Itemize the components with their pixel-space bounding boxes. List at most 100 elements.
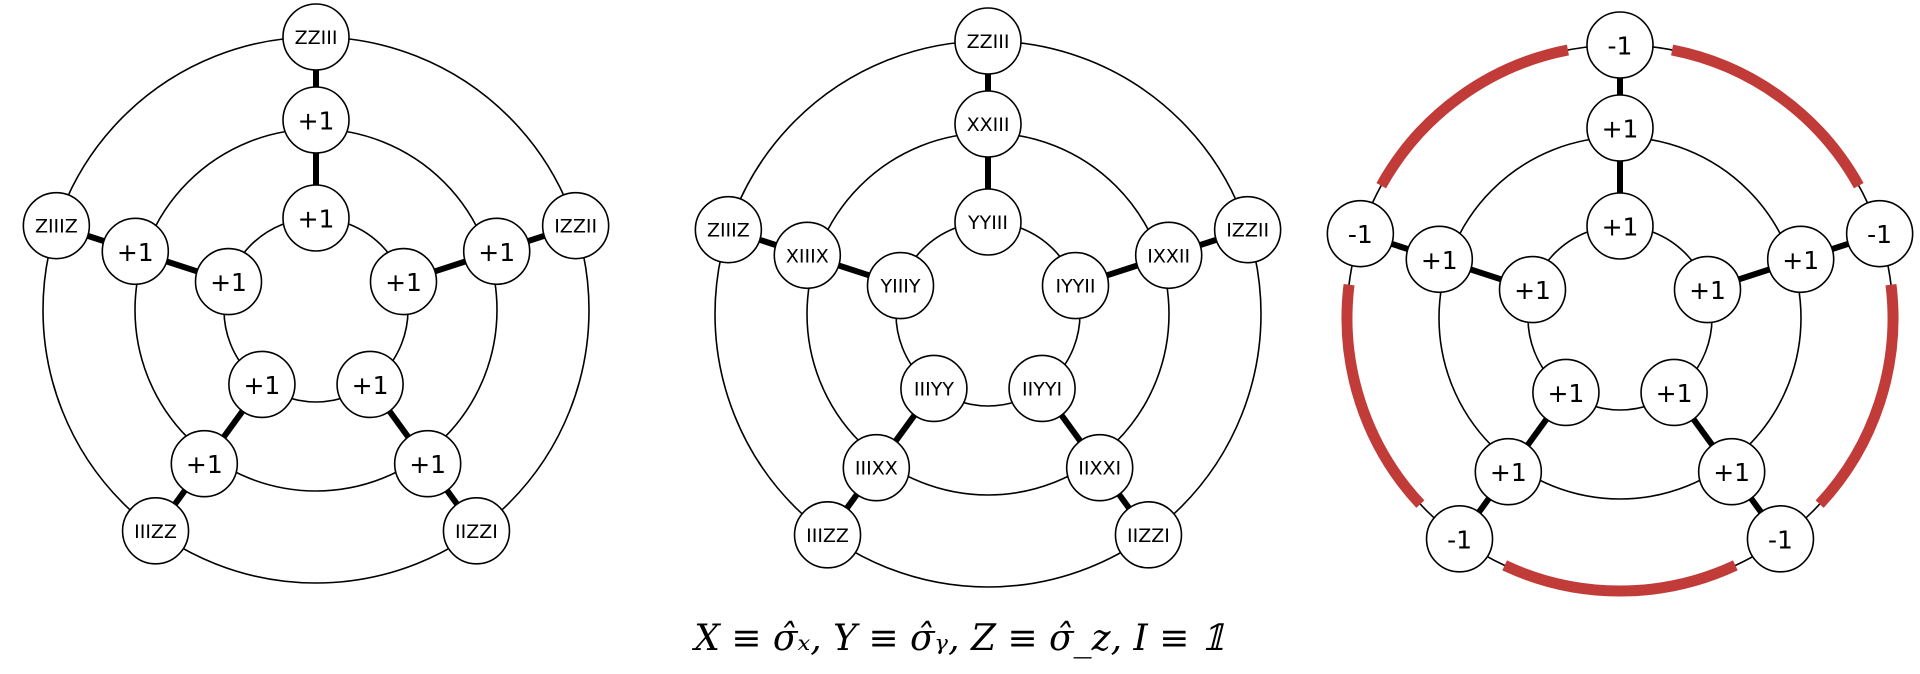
node-label: +1 bbox=[1490, 458, 1527, 487]
outer-node: IZZII bbox=[541, 191, 610, 260]
inner-node: IIIYY bbox=[900, 354, 968, 423]
middle-node: +1 bbox=[1766, 225, 1835, 294]
outer-node: -1 bbox=[1425, 505, 1494, 573]
panel-eigenvalues: ZZIII IZZII IIZZI IIIZZ ZIIIZ +1 +1 +1 +1 +1 +1 +1 +… bbox=[22, 3, 610, 584]
middle-node: +1 bbox=[462, 217, 531, 286]
outer-node: IIIZZ bbox=[793, 501, 862, 569]
inner-node: +1 bbox=[369, 247, 438, 316]
middle-node: +1 bbox=[1586, 94, 1654, 162]
node-circle bbox=[1766, 225, 1835, 294]
node-label: IIIYY bbox=[914, 378, 954, 400]
pentagon-diagrams: ZZIII IZZII IIZZI IIIZZ ZIIIZ +1 +1 +1 +1 +1 +1 +1 +… bbox=[22, 3, 1914, 597]
middle-node: +1 bbox=[101, 217, 170, 286]
middle-node: +1 bbox=[1697, 437, 1766, 506]
node-circle bbox=[1041, 251, 1110, 320]
node-circle bbox=[282, 184, 350, 252]
node-label: IIYYI bbox=[1022, 378, 1062, 400]
node-circle bbox=[393, 429, 462, 498]
node-label: +1 bbox=[1547, 379, 1584, 408]
node-circle bbox=[793, 501, 862, 569]
node-circle bbox=[282, 3, 350, 71]
inner-node: +1 bbox=[228, 350, 296, 419]
node-circle bbox=[1498, 255, 1567, 324]
middle-node: XXIII bbox=[954, 90, 1022, 158]
node-label: XIIIX bbox=[786, 245, 829, 267]
node-circle bbox=[541, 191, 610, 260]
node-circle bbox=[1673, 255, 1742, 324]
node-label: IIIZZ bbox=[806, 525, 849, 547]
node-circle bbox=[336, 350, 404, 419]
node-circle bbox=[1532, 358, 1600, 427]
inner-node: YIIIY bbox=[866, 251, 935, 320]
node-label: ZIIIZ bbox=[707, 220, 750, 242]
node-circle bbox=[694, 195, 763, 264]
inner-node: +1 bbox=[1640, 358, 1708, 427]
node-circle bbox=[282, 86, 350, 154]
node-label: IZZII bbox=[1226, 220, 1269, 242]
outer-node: -1 bbox=[1845, 199, 1914, 268]
outer-node: ZIIIZ bbox=[694, 195, 763, 264]
pauli-legend: X ≡ σ̂ₓ, Y ≡ σ̂ᵧ, Z ≡ σ̂_z, I ≡ 𝟙 bbox=[694, 618, 1226, 659]
node-circle bbox=[228, 350, 296, 419]
node-label: IYYII bbox=[1055, 276, 1095, 298]
node-label: YYIII bbox=[967, 212, 1008, 234]
node-label: IIIXX bbox=[855, 458, 898, 480]
node-label: -1 bbox=[1768, 525, 1793, 554]
node-label: +1 bbox=[1713, 458, 1750, 487]
node-label: +1 bbox=[186, 450, 223, 479]
outer-node: IIIZZ bbox=[121, 497, 190, 565]
node-circle bbox=[900, 354, 968, 423]
node-label: +1 bbox=[210, 268, 247, 297]
highlight-arc bbox=[1815, 284, 1899, 508]
node-label: +1 bbox=[385, 268, 422, 297]
inner-node: +1 bbox=[1532, 358, 1600, 427]
node-label: +1 bbox=[243, 371, 280, 400]
node-label: IXXII bbox=[1147, 245, 1190, 267]
node-label: -1 bbox=[1867, 220, 1892, 249]
node-circle bbox=[442, 497, 511, 565]
node-circle bbox=[1008, 354, 1076, 423]
node-circle bbox=[462, 217, 531, 286]
node-circle bbox=[954, 90, 1022, 158]
node-label: ZIIIZ bbox=[35, 216, 78, 238]
node-label: +1 bbox=[117, 238, 154, 267]
inner-node: +1 bbox=[1498, 255, 1567, 324]
inner-node: IIYYI bbox=[1008, 354, 1076, 423]
node-label: YIIIY bbox=[879, 276, 920, 298]
node-label: IIZZI bbox=[455, 521, 498, 543]
highlight-arc bbox=[1502, 560, 1738, 597]
panel-operators: ZZIII IZZII IIZZI IIIZZ ZIIIZ XXIII IXXII IIXXI… bbox=[694, 7, 1282, 588]
outer-node: ZZIII bbox=[282, 3, 350, 71]
highlight-arc bbox=[1671, 44, 1864, 189]
outer-node: ZZIII bbox=[954, 7, 1022, 75]
node-circle bbox=[1640, 358, 1708, 427]
node-circle bbox=[1746, 505, 1815, 573]
node-label: +1 bbox=[1782, 246, 1819, 275]
node-label: +1 bbox=[1514, 276, 1551, 305]
node-circle bbox=[1845, 199, 1914, 268]
node-circle bbox=[1586, 11, 1654, 79]
panel-flipped: -1-1-1-1-1+1+1+1+1+1+1+1+1+1+1 bbox=[1326, 11, 1914, 597]
middle-node: XIIIX bbox=[773, 221, 842, 290]
outer-node: IZZII bbox=[1213, 195, 1282, 264]
node-label: IIIZZ bbox=[134, 521, 177, 543]
outer-node: IIZZI bbox=[442, 497, 511, 565]
inner-node: YYIII bbox=[954, 188, 1022, 256]
highlight-arc bbox=[1376, 44, 1569, 189]
inner-node: +1 bbox=[1673, 255, 1742, 324]
middle-node: +1 bbox=[393, 429, 462, 498]
node-circle bbox=[1474, 437, 1543, 506]
middle-node: +1 bbox=[170, 429, 239, 498]
node-label: -1 bbox=[1447, 525, 1472, 554]
node-label: +1 bbox=[409, 450, 446, 479]
middle-node: IIXXI bbox=[1065, 433, 1134, 502]
node-label: IIXXI bbox=[1078, 458, 1121, 480]
middle-node: +1 bbox=[282, 86, 350, 154]
inner-node: +1 bbox=[336, 350, 404, 419]
node-label: -1 bbox=[1348, 220, 1373, 249]
node-label: IIZZI bbox=[1127, 525, 1170, 547]
node-circle bbox=[1405, 225, 1474, 294]
node-circle bbox=[954, 7, 1022, 75]
node-circle bbox=[1114, 501, 1183, 569]
node-circle bbox=[194, 247, 263, 316]
